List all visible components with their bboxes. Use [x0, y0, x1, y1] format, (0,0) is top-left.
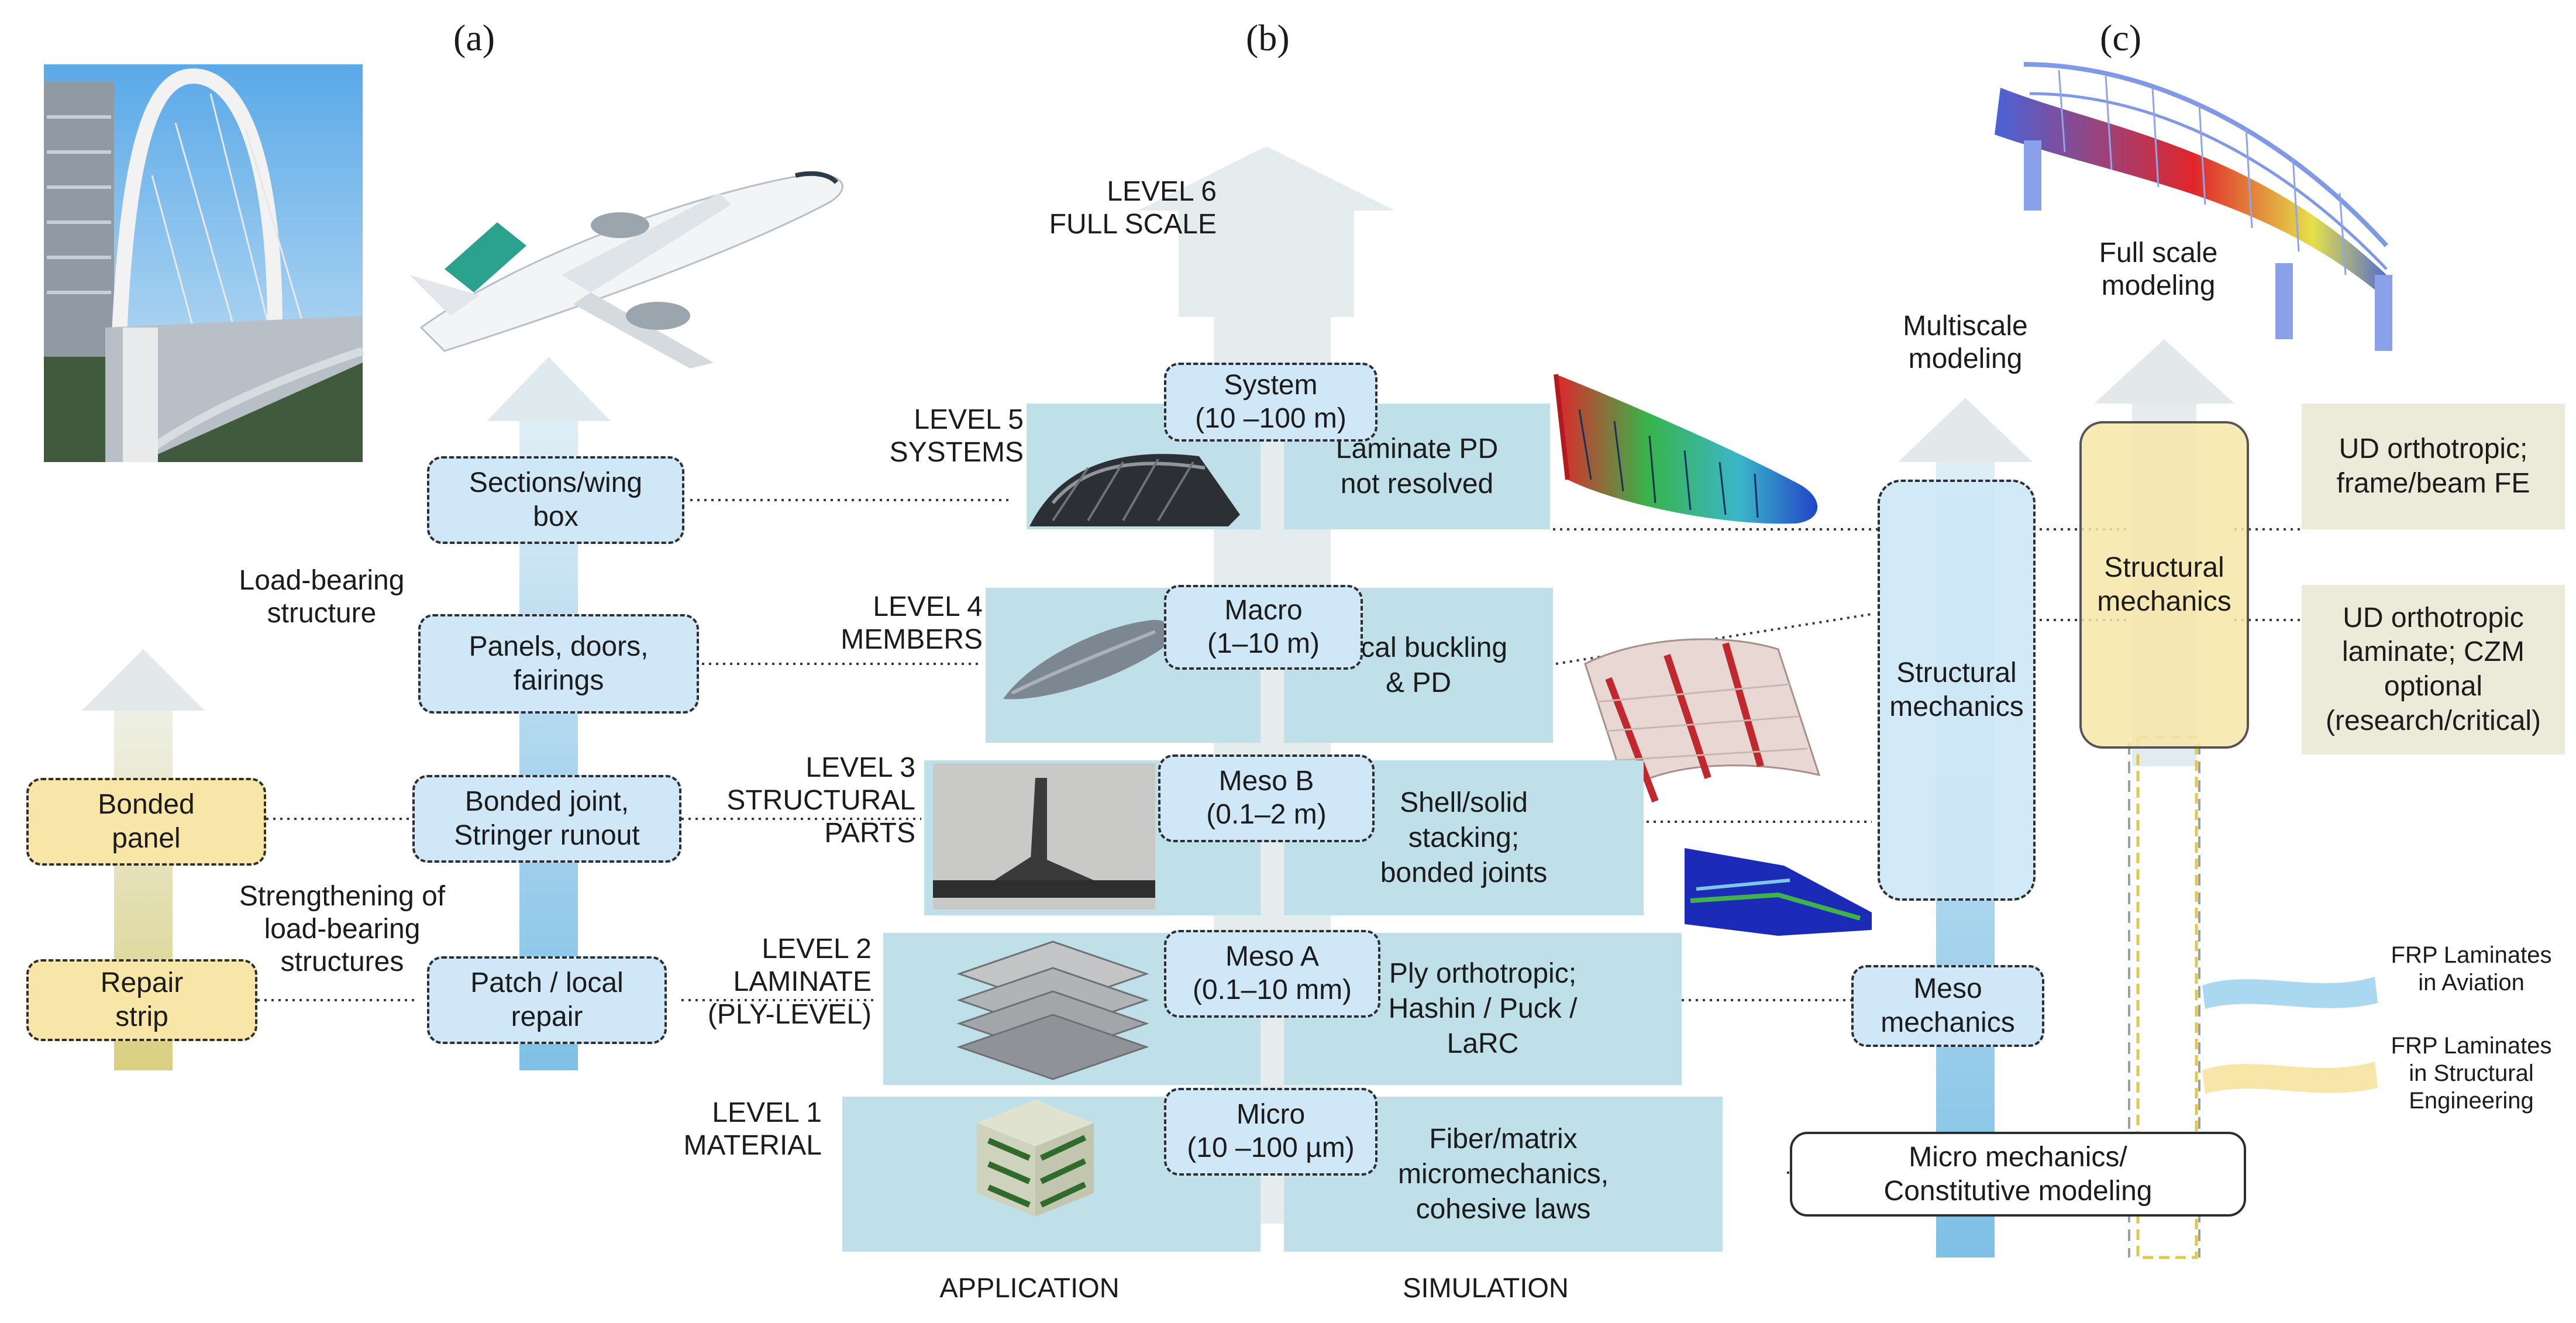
panels-doors-box: Panels, doors, fairings [418, 614, 699, 714]
strengthening-label: Strengthening of load-bearing structures [239, 881, 446, 978]
sim-l3: Shell/solid stacking; bonded joints [1284, 760, 1644, 915]
sections-wing-box: Sections/wing box [427, 456, 684, 544]
dotted-connectors [257, 499, 2302, 1174]
level6-label: LEVEL 6 FULL SCALE [1049, 176, 1217, 240]
level4-label: LEVEL 4 MEMBERS [841, 591, 983, 656]
level5-label: LEVEL 5 SYSTEMS [889, 404, 1024, 468]
micro-mechanics-box: Micro mechanics/ Constitutive modeling [1790, 1132, 2246, 1217]
simulation-label: SIMULATION [1403, 1272, 1569, 1303]
aviation-arrow-head [487, 357, 611, 421]
level1-label: LEVEL 1 MATERIAL [683, 1097, 822, 1162]
legend-swatch-aviation [2202, 977, 2378, 1009]
stringer-photo [933, 763, 1155, 909]
ply-stack-icon [956, 940, 1149, 1080]
scale-micro: Micro (10 –100 µm) [1164, 1088, 1377, 1176]
legend-structural-label: FRP Laminates in Structural Engineering [2391, 1033, 2552, 1114]
panel-label-b: (b) [1246, 17, 1290, 58]
scale-system: System (10 –100 m) [1164, 363, 1377, 442]
level3-label: LEVEL 3 STRUCTURAL PARTS [726, 752, 915, 849]
note-frame-beam: UD orthotropic; frame/beam FE [2302, 404, 2565, 529]
scale-macro: Macro (1–10 m) [1164, 585, 1363, 670]
airplane-photo [409, 171, 843, 368]
bonded-panel-box: Bonded panel [26, 778, 266, 866]
fullscale-dashed-stem [2136, 735, 2198, 1259]
bridge-photo [44, 64, 364, 462]
level2-label: LEVEL 2 LAMINATE (PLY-LEVEL) [707, 933, 872, 1031]
level6-arrow [1138, 146, 1395, 317]
bonded-joint-box: Bonded joint, Stringer runout [412, 775, 681, 863]
scale-meso-a: Meso A (0.1–10 mm) [1164, 930, 1380, 1018]
multiscale-arrow-head [1898, 398, 2033, 462]
legend-aviation-label: FRP Laminates in Aviation [2391, 942, 2552, 995]
patch-repair-box: Patch / local repair [427, 956, 667, 1044]
joint-fe-model [1685, 848, 1872, 936]
application-label: APPLICATION [939, 1272, 1120, 1303]
load-bearing-label: Load-bearing structure [239, 565, 405, 629]
note-czm: UD orthotropic laminate; CZM optional (r… [2302, 585, 2565, 754]
scale-meso-b: Meso B (0.1–2 m) [1158, 754, 1375, 842]
meso-mechanics-box: Meso mechanics [1851, 965, 2044, 1047]
fiber-cube-icon [977, 1100, 1094, 1217]
fuselage-fe-model [1554, 374, 1818, 524]
structural-mechanics-blue: Structural mechanics [1878, 480, 2036, 901]
multiscale-label: Multiscale modeling [1903, 311, 2028, 375]
legend-swatch-structural [2202, 1062, 2378, 1094]
panel-fe-model [1584, 638, 1821, 803]
structural-arrow-head [82, 649, 205, 711]
bridge-fe-model [1995, 62, 2392, 351]
panel-label-c: (c) [2100, 17, 2142, 58]
panel-label-a: (a) [453, 17, 495, 58]
fairing-shape [1003, 619, 1172, 700]
wing-section-photo [1029, 454, 1240, 526]
repair-strip-box: Repair strip [26, 959, 257, 1041]
fullscale-arrow-head [2094, 339, 2234, 404]
structural-mechanics-yellow: Structural mechanics [2079, 421, 2249, 749]
fullscale-label: Full scale modeling [2099, 237, 2218, 302]
